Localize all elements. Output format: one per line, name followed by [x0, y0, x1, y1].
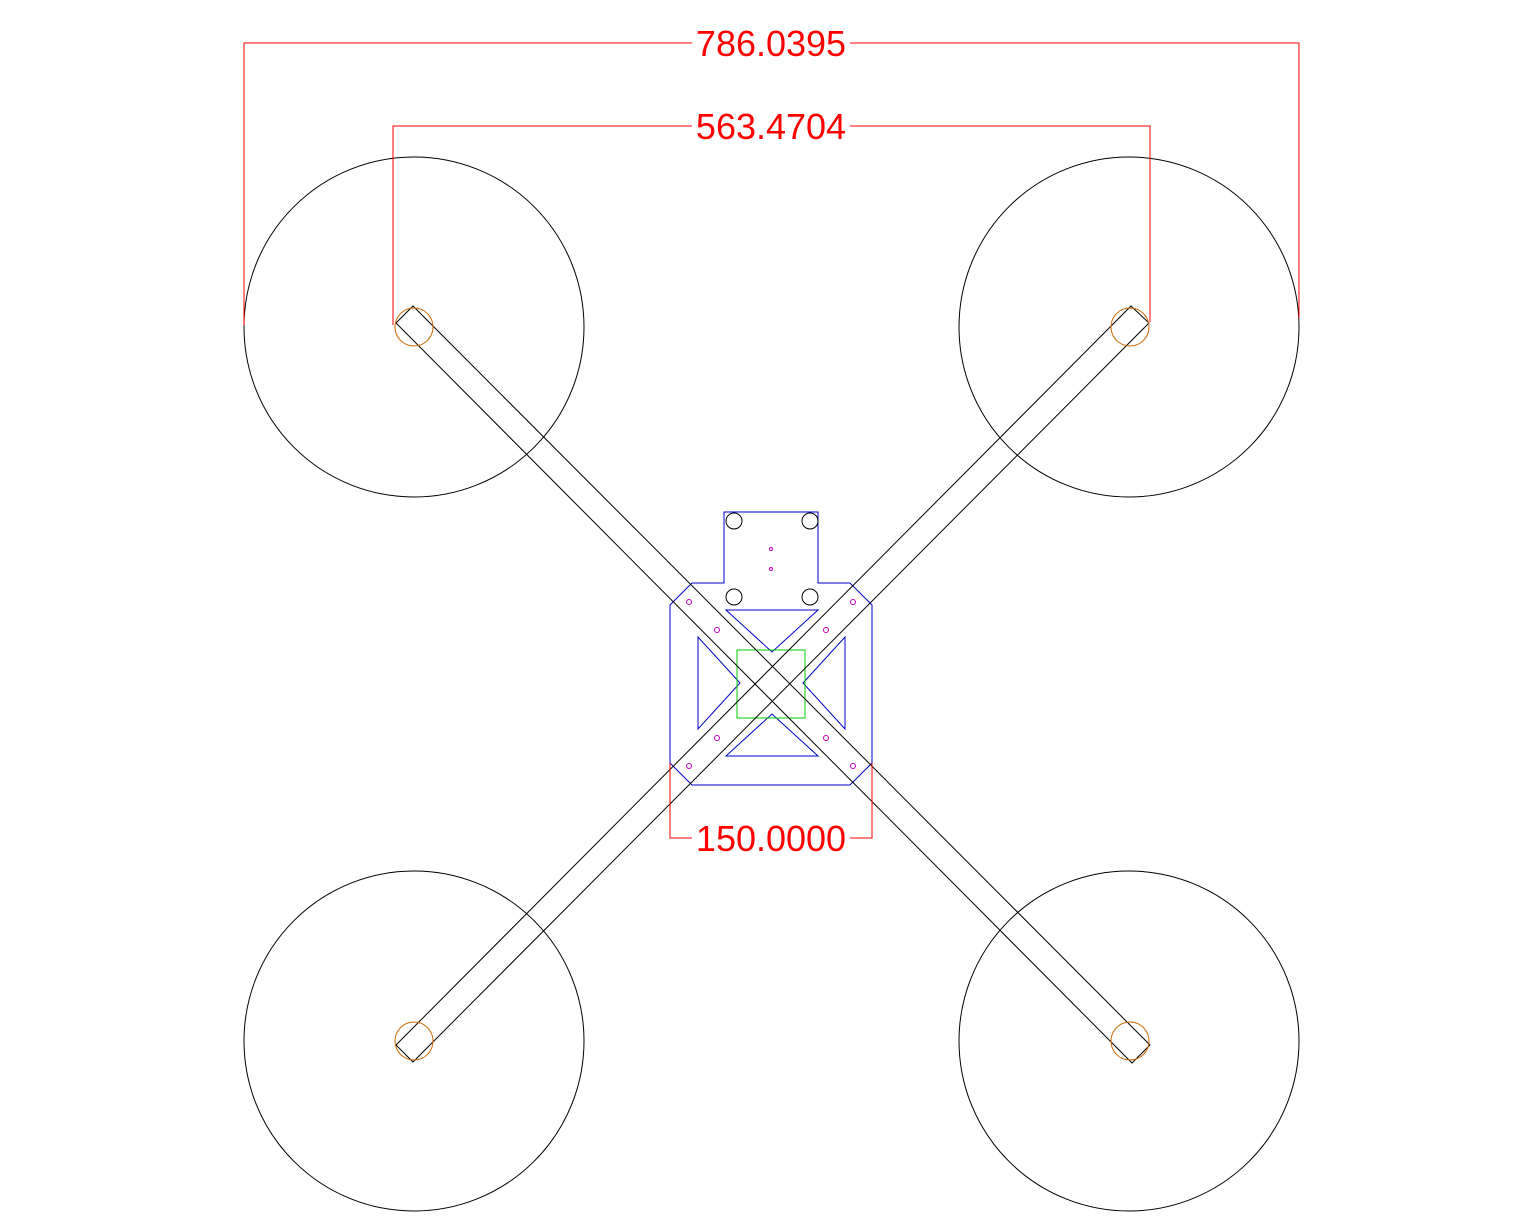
arms: [395, 305, 1151, 1064]
motor-mount-bottom-left: [394, 1021, 434, 1061]
propeller-discs: [243, 156, 1300, 1212]
dimension-label-motor-spacing: 563.4704: [696, 106, 846, 147]
camera-hole: [725, 512, 743, 530]
cutout-bottom: [724, 713, 820, 757]
arm-mounting-holes: [686, 547, 856, 769]
cutout-top: [724, 609, 820, 653]
label-background: [692, 26, 850, 60]
motor-mounts: [394, 307, 1150, 1061]
mount-hole: [686, 763, 692, 769]
mount-hole: [714, 627, 720, 633]
propeller-disc-top-left: [243, 156, 585, 498]
motor-mount-top-right: [1110, 307, 1150, 347]
camera-mount-holes: [725, 512, 819, 606]
dimension-label-frame-width: 150.0000: [696, 818, 846, 859]
dimension-line-motor-spacing: [392, 125, 1151, 325]
mount-hole: [769, 547, 773, 551]
mount-hole: [823, 627, 829, 633]
mount-hole: [823, 735, 829, 741]
cutout-left: [697, 635, 741, 731]
frame-plate-outline: [669, 511, 873, 786]
camera-hole: [801, 512, 819, 530]
camera-hole: [725, 588, 743, 606]
mount-hole: [714, 735, 720, 741]
mount-hole: [686, 599, 692, 605]
dimension-labels: 786.0395 563.4704 150.0000: [692, 23, 850, 859]
mount-hole: [850, 599, 856, 605]
cutout-right: [802, 635, 846, 731]
label-background: [692, 821, 850, 855]
dimensions: [243, 42, 1300, 839]
propeller-disc-bottom-left: [243, 870, 585, 1212]
frame-plate: [669, 511, 873, 786]
motor-mount-top-left: [394, 307, 434, 347]
dimension-line-overall-span: [243, 42, 1300, 325]
arm-top-right-to-bottom-left: [395, 305, 1150, 1063]
motor-mount-bottom-right: [1110, 1021, 1150, 1061]
dimension-label-overall-span: 786.0395: [696, 23, 846, 64]
mount-hole: [769, 567, 773, 571]
flight-controller-board: [736, 649, 806, 719]
propeller-disc-top-right: [958, 156, 1300, 498]
arm-top-left-to-bottom-right: [395, 305, 1151, 1064]
mount-hole: [850, 763, 856, 769]
label-background: [692, 109, 850, 143]
camera-hole: [801, 588, 819, 606]
propeller-disc-bottom-right: [958, 870, 1300, 1212]
